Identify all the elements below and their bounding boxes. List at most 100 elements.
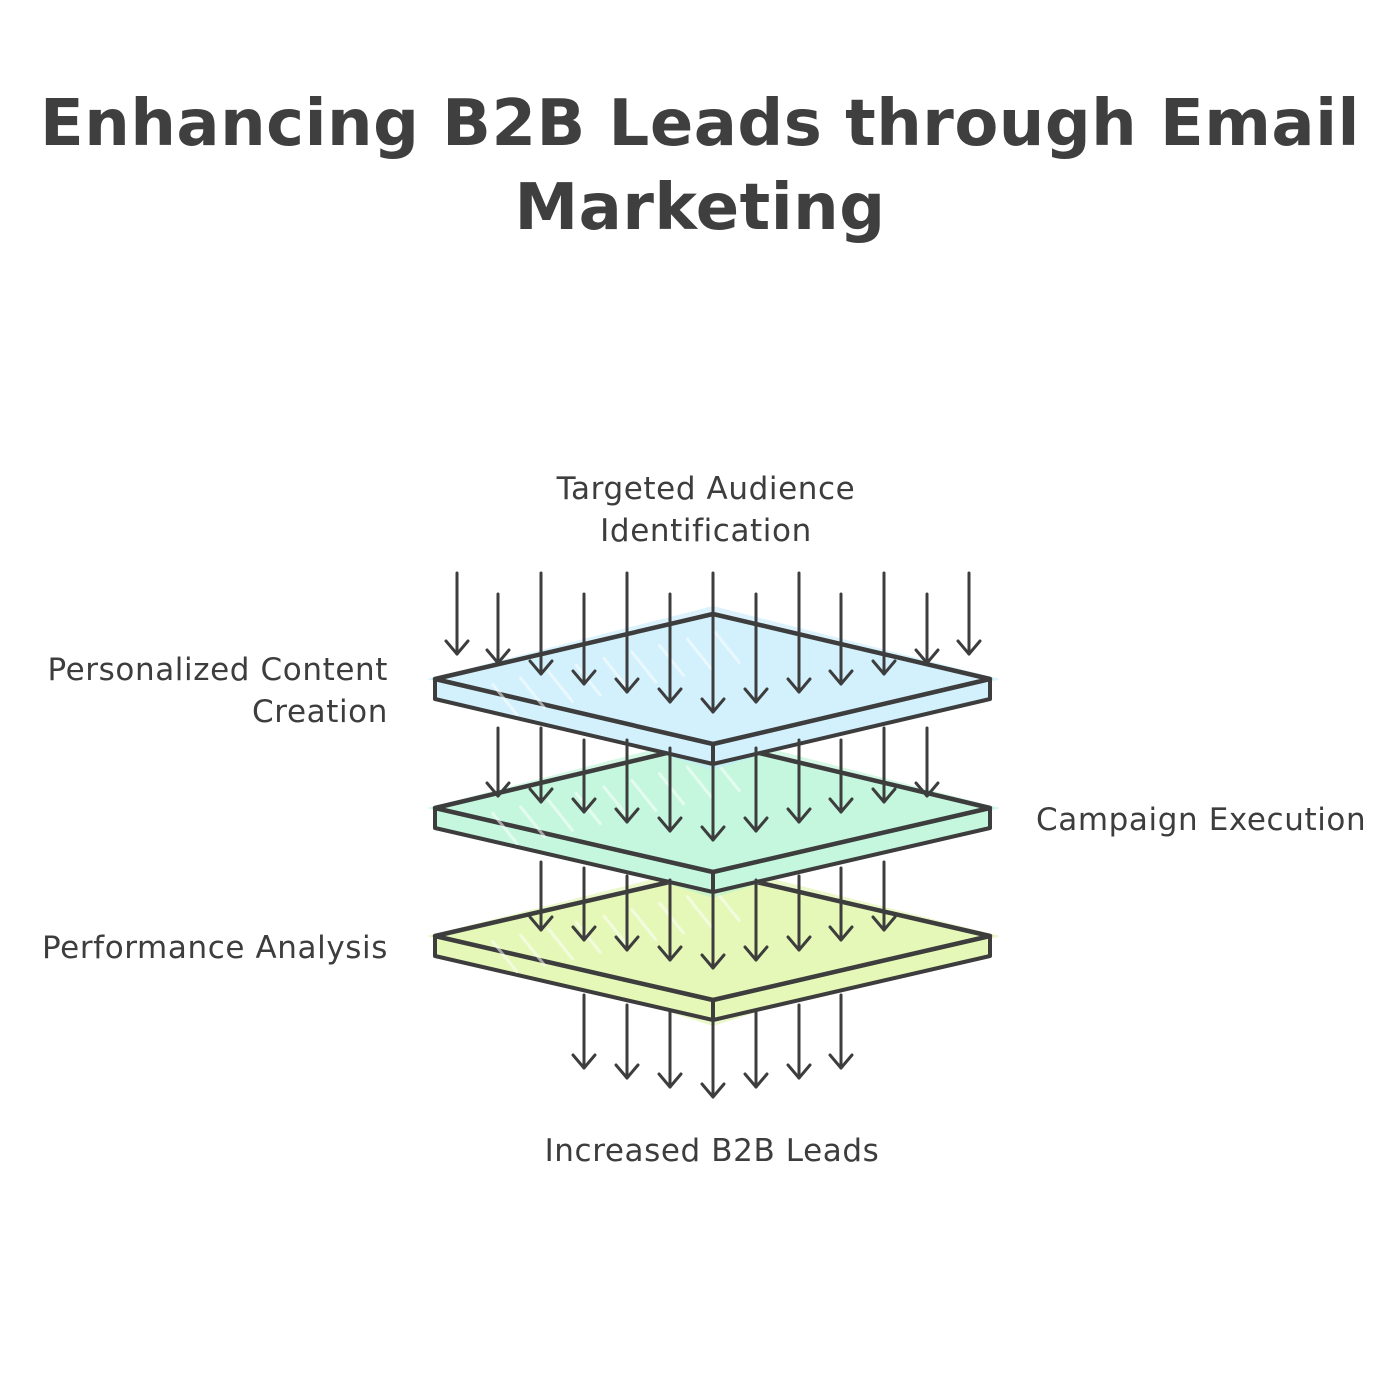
flow-arrow — [743, 878, 769, 962]
layer-2-hatch-stroke — [658, 772, 686, 806]
flow-arrow — [657, 592, 683, 704]
flow-arrow-head — [700, 1082, 726, 1099]
flow-arrow — [743, 746, 769, 833]
flow-arrow-head — [571, 1053, 597, 1070]
flow-arrow-head — [871, 659, 897, 676]
layer-3-hatch-stroke — [658, 901, 686, 935]
diagram-title: Enhancing B2B Leads through Email Market… — [0, 82, 1400, 250]
flow-arrow — [700, 888, 726, 970]
flow-arrow-head — [444, 639, 470, 656]
label-targeted-audience: Targeted Audience Identification — [506, 468, 906, 552]
label-top-line-1: Targeted Audience — [556, 471, 856, 507]
flow-arrow — [871, 726, 897, 804]
flow-arrow — [485, 726, 511, 798]
flow-arrow — [571, 993, 597, 1070]
flow-arrow-head — [743, 816, 769, 833]
layer-3-hatch-stroke — [630, 908, 658, 942]
flow-arrow-head — [914, 648, 940, 665]
flow-arrow-head — [614, 935, 640, 952]
flow-arrow — [700, 1020, 726, 1099]
flow-arrow — [485, 592, 511, 665]
layer-1-hatch-stroke — [491, 683, 519, 716]
flow-arrow-head — [871, 787, 897, 804]
flow-arrow — [657, 878, 683, 962]
label-performance-analysis: Performance Analysis — [41, 930, 388, 966]
layer-3-hatch-stroke — [519, 933, 547, 967]
flow-arrow — [657, 1008, 683, 1089]
layer-2-hatch-stroke — [491, 811, 519, 845]
flow-arrow — [828, 738, 854, 814]
flow-arrow-head — [871, 915, 897, 932]
flow-arrow — [828, 866, 854, 942]
flow-arrow — [786, 874, 812, 952]
flow-arrow-head — [743, 945, 769, 962]
flow-arrow — [786, 1003, 812, 1080]
flow-arrow-head — [828, 925, 854, 942]
flow-arrow-head — [657, 945, 683, 962]
flow-arrow — [614, 874, 640, 952]
layer-3-hatch-stroke — [685, 895, 713, 929]
layer-1-hatch-stroke — [546, 670, 574, 703]
flow-arrow-head — [614, 807, 640, 824]
label-personalized-content: Personalized Content Creation — [10, 649, 388, 733]
flow-arrow-head — [786, 935, 812, 952]
layer-3-hatch-stroke — [574, 920, 602, 954]
flow-arrow — [828, 592, 854, 686]
layer-3-hatch-stroke — [491, 940, 519, 974]
flow-arrow-head — [743, 687, 769, 704]
flow-arrow-head — [828, 1053, 854, 1070]
flow-arrow-head — [828, 669, 854, 686]
flow-arrow-head — [786, 807, 812, 824]
flow-arrow — [786, 738, 812, 824]
flow-arrow-head — [657, 1072, 683, 1089]
flow-arrow — [786, 571, 812, 694]
flow-arrow — [571, 866, 597, 942]
layer-2-hatch-stroke — [602, 785, 630, 819]
flow-arrow-head — [485, 781, 511, 798]
layer-3-hatch — [491, 888, 741, 974]
flow-arrow — [444, 571, 470, 656]
flow-arrow-head — [657, 687, 683, 704]
layer-1-hatch-stroke — [630, 650, 658, 684]
flow-arrow-head — [700, 825, 726, 842]
label-increased-leads: Increased B2B Leads — [544, 1133, 880, 1169]
flow-arrow — [614, 1003, 640, 1080]
layer-2-hatch-stroke — [685, 765, 713, 799]
layer-1-hatch-stroke — [519, 676, 547, 710]
layer-3-hatch-stroke — [546, 927, 574, 961]
flow-arrow — [743, 592, 769, 704]
flow-arrow-head — [614, 677, 640, 694]
flow-arrow — [956, 571, 982, 656]
flow-arrow — [700, 571, 726, 714]
flow-arrow — [914, 592, 940, 665]
flow-arrow-head — [528, 915, 554, 932]
flow-arrow — [700, 756, 726, 842]
layer-1-hatch-stroke — [713, 631, 741, 664]
flow-arrow — [828, 993, 854, 1070]
flow-arrow-head — [571, 797, 597, 814]
flow-arrow — [528, 571, 554, 676]
flow-arrow-head — [571, 925, 597, 942]
flow-arrow — [571, 592, 597, 686]
layer-3-hatch-stroke — [602, 914, 630, 948]
layer-2-hatch-stroke — [519, 805, 547, 839]
layer-2-hatch-stroke — [630, 778, 658, 812]
flow-arrow-head — [614, 1063, 640, 1080]
flow-arrow — [657, 746, 683, 833]
flow-arrow-head — [743, 1072, 769, 1089]
layer-1-hatch-stroke — [685, 637, 713, 671]
flow-arrow — [528, 860, 554, 932]
flow-arrow-head — [914, 781, 940, 798]
flow-arrow — [614, 571, 640, 694]
flow-arrow-head — [700, 697, 726, 714]
flow-arrow-head — [528, 659, 554, 676]
title-line-1: Enhancing B2B Leads through Email — [40, 87, 1360, 161]
flow-arrow — [571, 738, 597, 814]
label-campaign-execution: Campaign Execution — [1036, 802, 1367, 838]
flow-arrow-head — [528, 787, 554, 804]
flow-arrow — [914, 726, 940, 798]
flow-arrow — [743, 1008, 769, 1089]
flow-arrow-head — [786, 677, 812, 694]
flow-arrow-head — [700, 953, 726, 970]
